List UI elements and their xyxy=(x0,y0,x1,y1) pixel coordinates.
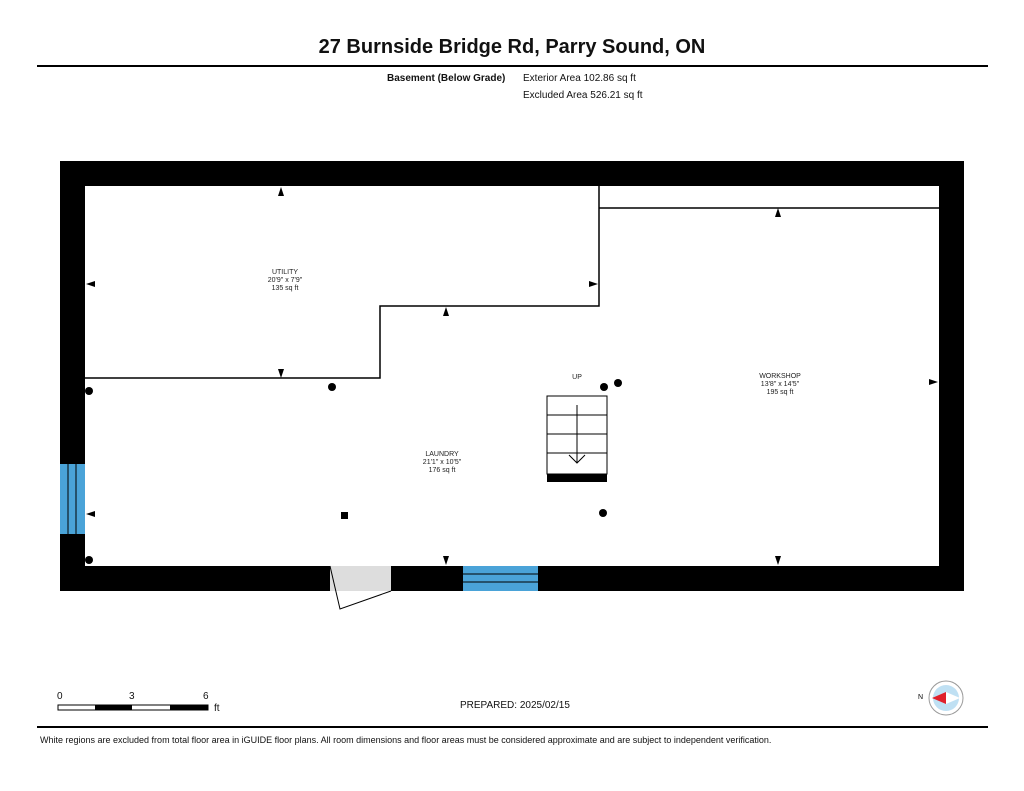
stairs xyxy=(546,395,608,482)
room-workshop: WORKSHOP 13'8" x 14'5" 195 sq ft xyxy=(759,373,801,397)
door-swing xyxy=(329,565,392,610)
excluded-area: Excluded Area 526.21 sq ft xyxy=(523,90,643,101)
prepared-date: PREPARED: 2025/02/15 xyxy=(460,700,570,711)
window xyxy=(463,566,538,591)
room-dims: 20'9" x 7'9" xyxy=(267,277,303,284)
camera-markers xyxy=(85,187,938,565)
header-divider xyxy=(37,65,988,67)
level-label: Basement (Below Grade) xyxy=(387,73,506,84)
scale-tick-0: 0 xyxy=(57,691,63,702)
room-area: 135 sq ft xyxy=(271,285,299,292)
door-opening xyxy=(330,566,391,591)
stairs-label: UP xyxy=(572,374,582,381)
window xyxy=(60,464,85,534)
disclaimer: White regions are excluded from total fl… xyxy=(40,735,772,745)
compass-icon xyxy=(928,680,964,716)
exterior-wall xyxy=(391,566,463,591)
room-dims: 21'1" x 10'5" xyxy=(422,459,462,466)
room-name: UTILITY xyxy=(271,269,299,276)
room-laundry: LAUNDRY 21'1" x 10'5" 176 sq ft xyxy=(423,451,461,475)
scale-tick-6: 6 xyxy=(203,691,209,702)
room-name: LAUNDRY xyxy=(425,451,459,458)
interior-wall xyxy=(85,186,600,379)
page-title: 27 Burnside Bridge Rd, Parry Sound, ON xyxy=(318,36,706,58)
scale-unit: ft xyxy=(214,703,220,714)
exterior-wall xyxy=(60,161,964,591)
exterior-area: Exterior Area 102.86 sq ft xyxy=(523,73,636,84)
room-area: 195 sq ft xyxy=(766,389,794,396)
room-dims: 13'8" x 14'5" xyxy=(760,381,800,388)
room-utility: UTILITY 20'9" x 7'9" 135 sq ft xyxy=(268,269,303,293)
compass-label: N xyxy=(918,694,924,701)
room-area: 176 sq ft xyxy=(428,467,456,474)
scale-bar xyxy=(57,704,209,711)
room-name: WORKSHOP xyxy=(759,373,801,380)
scale-tick-3: 3 xyxy=(129,691,135,702)
